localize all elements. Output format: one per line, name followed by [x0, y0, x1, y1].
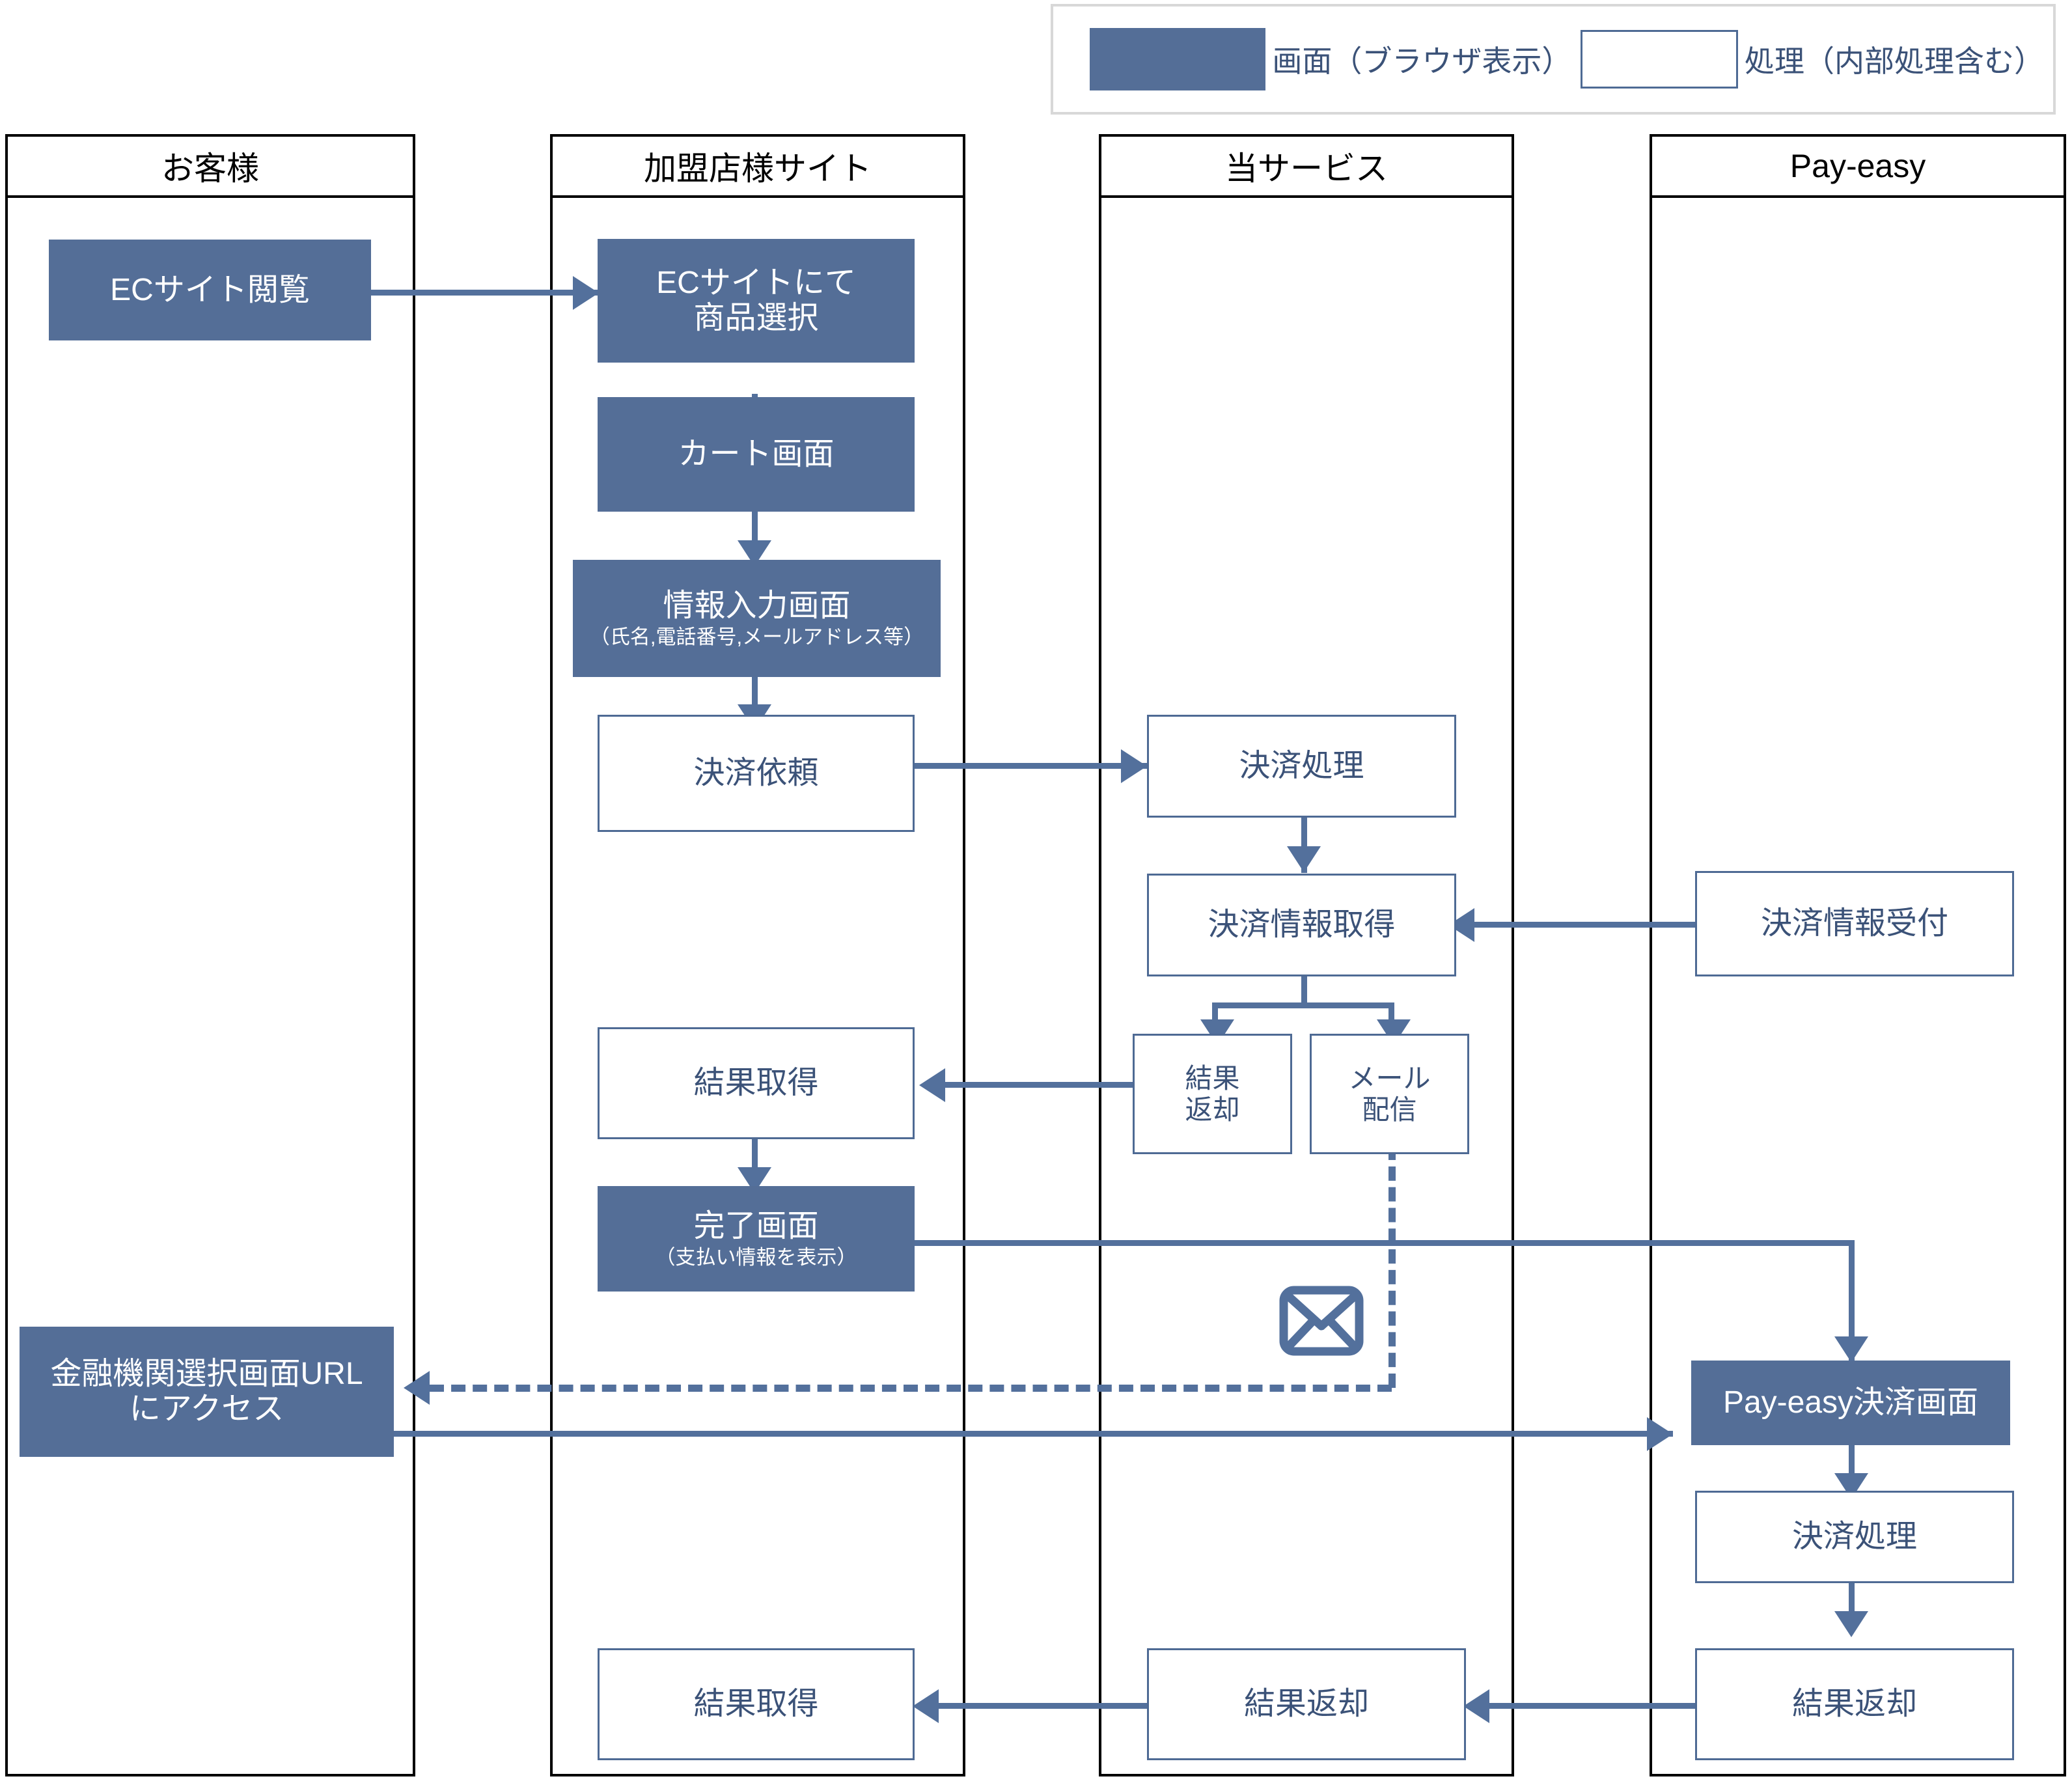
connector-bankurl-to-payeasy: [391, 1431, 1673, 1437]
node-info-input[interactable]: 情報入力画面 （氏名,電話番号,メールアドレス等）: [573, 560, 941, 677]
node-result-get-a[interactable]: 結果取得: [598, 1027, 915, 1139]
lane-header-customer: お客様: [5, 134, 415, 198]
node-ec-select[interactable]: ECサイトにて 商品選択: [598, 239, 915, 363]
legend-screen-label: 画面（ブラウザ表示）: [1272, 44, 1572, 78]
node-ec-select-line1: ECサイトにて: [656, 266, 856, 301]
arrowhead-servicereturn-to-resultget: [913, 1689, 939, 1723]
lane-body-customer: [5, 198, 415, 1776]
legend-process-label: 処理（内部処理含む）: [1745, 44, 2044, 78]
node-payment-request-line1: 決済依頼: [693, 756, 819, 791]
node-mail-send[interactable]: メール 配信: [1310, 1034, 1469, 1154]
node-ec-select-line2: 商品選択: [693, 301, 819, 335]
legend-screen-swatch: [1090, 28, 1266, 90]
arrowhead-browse-to-select: [573, 276, 599, 310]
connector-resultget-to-complete: [752, 1139, 758, 1183]
node-result-get-a-line1: 結果取得: [693, 1066, 819, 1101]
legend-process-swatch: [1581, 30, 1738, 89]
node-result-get-b[interactable]: 結果取得: [598, 1648, 915, 1760]
connector-infoget-inforcv: [1471, 922, 1725, 928]
node-complete[interactable]: 完了画面 （支払い情報を表示）: [598, 1186, 915, 1292]
connector-split-right-drop: [1388, 1002, 1394, 1031]
legend: 画面（ブラウザ表示） 処理（内部処理含む）: [1051, 4, 2056, 115]
node-bank-url-access-line1: 金融機関選択画面URL: [50, 1357, 363, 1392]
envelope-icon: [1279, 1286, 1364, 1356]
node-result-return-b[interactable]: 結果返却: [1147, 1648, 1466, 1760]
arrowhead-bankurl-to-payeasy: [1647, 1417, 1673, 1451]
node-payment-info-receive[interactable]: 決済情報受付: [1695, 871, 2014, 976]
node-ec-browse-line1: ECサイト閲覧: [110, 272, 310, 307]
connector-infoget-split-stem: [1301, 976, 1307, 1005]
node-payeasy-process-line1: 決済処理: [1791, 1519, 1917, 1555]
connector-payeasyreturn-to-servicereturn: [1487, 1703, 1702, 1709]
node-payment-info-receive-line1: 決済情報受付: [1760, 906, 1948, 941]
node-payeasy-screen-line1: Pay-easy決済画面: [1722, 1385, 1979, 1420]
node-payeasy-process[interactable]: 決済処理: [1695, 1491, 2014, 1583]
node-result-return-b-line1: 結果返却: [1243, 1687, 1369, 1722]
node-ec-browse[interactable]: ECサイト閲覧: [49, 240, 371, 340]
node-payeasy-screen[interactable]: Pay-easy決済画面: [1691, 1361, 2010, 1445]
connector-return-to-resultget: [944, 1082, 1142, 1088]
connector-infoget-split-bar: [1212, 1002, 1394, 1008]
node-mail-send-line1: メール: [1348, 1063, 1431, 1094]
node-info-input-line2: （氏名,電話番号,メールアドレス等）: [589, 625, 924, 648]
node-complete-line1: 完了画面: [693, 1208, 819, 1243]
arrowhead-payeasyreturn-to-servicereturn: [1463, 1689, 1489, 1723]
node-payment-request[interactable]: 決済依頼: [598, 715, 915, 832]
node-payment-process[interactable]: 決済処理: [1147, 715, 1456, 818]
arrowhead-return-to-resultget: [919, 1068, 945, 1102]
lane-title-payeasy: Pay-easy: [1789, 148, 1926, 184]
node-payeasy-return[interactable]: 結果返却: [1695, 1648, 2014, 1760]
arrowhead-complete-to-payeasy: [1834, 1336, 1868, 1362]
arrowhead-payeasyprocess-to-return: [1834, 1611, 1868, 1637]
node-payeasy-return-line1: 結果返却: [1791, 1687, 1917, 1722]
lane-header-service: 当サービス: [1099, 134, 1514, 198]
connector-mail-dashed-v: [1388, 1146, 1396, 1388]
node-info-input-line1: 情報入力画面: [663, 588, 851, 623]
lane-header-payeasy: Pay-easy: [1650, 134, 2066, 198]
node-bank-url-access[interactable]: 金融機関選択画面URL にアクセス: [20, 1327, 394, 1457]
connector-complete-to-payeasy-v: [1849, 1240, 1855, 1361]
node-cart[interactable]: カート画面: [598, 397, 915, 512]
node-result-get-b-line1: 結果取得: [693, 1687, 819, 1722]
connector-payeasyprocess-to-return: [1849, 1583, 1855, 1629]
connector-info-to-request: [752, 677, 758, 723]
arrowhead-process-to-infoget: [1287, 846, 1321, 872]
connector-payeasyscreen-to-process: [1849, 1445, 1855, 1491]
connector-browse-to-select: [371, 290, 599, 296]
node-payment-info-get[interactable]: 決済情報取得: [1147, 874, 1456, 976]
node-result-return-a[interactable]: 結果 返却: [1133, 1034, 1292, 1154]
node-result-return-a-line2: 返却: [1185, 1094, 1240, 1125]
arrowhead-mail-to-bankurl: [404, 1371, 430, 1405]
node-bank-url-access-line2: にアクセス: [129, 1392, 284, 1426]
node-payment-process-line1: 決済処理: [1239, 749, 1364, 784]
node-cart-line1: カート画面: [678, 437, 835, 472]
connector-request-to-process: [911, 763, 1152, 769]
lane-title-service: 当サービス: [1225, 150, 1388, 187]
arrowhead-request-to-process: [1121, 749, 1147, 783]
lane-title-customer: お客様: [161, 150, 259, 187]
connector-split-left-drop: [1212, 1002, 1218, 1031]
connector-mail-dashed-h: [430, 1385, 1392, 1392]
connector-servicereturn-to-resultget: [937, 1703, 1152, 1709]
lane-title-merchant: 加盟店様サイト: [644, 150, 872, 187]
connector-cart-to-info: [752, 512, 758, 557]
node-result-return-a-line1: 結果: [1185, 1063, 1240, 1094]
lane-header-merchant: 加盟店様サイト: [550, 134, 965, 198]
node-complete-line2: （支払い情報を表示）: [655, 1245, 857, 1269]
node-mail-send-line2: 配信: [1362, 1094, 1417, 1125]
node-payment-info-get-line1: 決済情報取得: [1208, 907, 1396, 943]
connector-process-to-infoget: [1301, 818, 1307, 873]
connector-complete-to-payeasy-h: [911, 1240, 1854, 1246]
